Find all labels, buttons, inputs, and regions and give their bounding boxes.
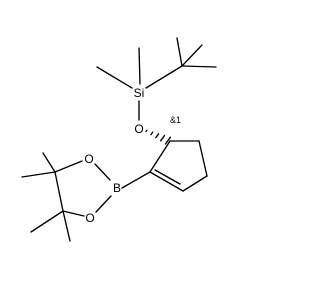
bond-ring-c3-c2-inner: [154, 169, 181, 185]
silyl-oxygen-atom-label: O: [134, 122, 143, 136]
structure-canvas: Si O B O O &1: [21, 37, 217, 242]
bond-quaternary-c-methyl-right: [181, 44, 203, 67]
bond-ring-c5-c4: [198, 140, 208, 177]
bond-o-lower-c5: [62, 210, 85, 217]
dioxaborolane-lower-oxygen-label: O: [85, 211, 94, 225]
bond-o-upper-c4: [54, 160, 83, 173]
bond-c5-methyl-left: [30, 210, 64, 233]
stereo-flag-label: &1: [170, 115, 181, 125]
bond-quaternary-c-methyl-lower-right: [181, 65, 217, 68]
bond-si-quaternary-c: [145, 65, 183, 89]
hashed-wedge-bond: [145, 129, 172, 145]
bond-quaternary-c-methyl-top: [176, 37, 183, 67]
bond-c4-methyl-left: [21, 171, 56, 178]
bond-c4-c5: [54, 171, 64, 212]
bond-si-methyl-top: [138, 47, 141, 85]
bond-c2-boron: [121, 171, 151, 189]
bond-si-methyl-left: [96, 66, 133, 89]
dioxaborolane-upper-oxygen-label: O: [84, 152, 93, 166]
silicon-atom-label: Si: [134, 86, 145, 100]
bond-c5-methyl-bottom: [62, 210, 71, 242]
bond-ring-c2-c1: [149, 140, 171, 173]
boron-atom-label: B: [113, 181, 121, 195]
bond-ring-c4-c3: [182, 175, 208, 192]
structure-diagram: Si O B O O &1: [21, 37, 217, 242]
bond-c4-methyl-top: [42, 152, 56, 173]
bond-boron-o-upper: [94, 163, 111, 181]
bond-boron-o-lower: [95, 195, 112, 213]
bond-ring-c3-c2: [149, 171, 184, 192]
